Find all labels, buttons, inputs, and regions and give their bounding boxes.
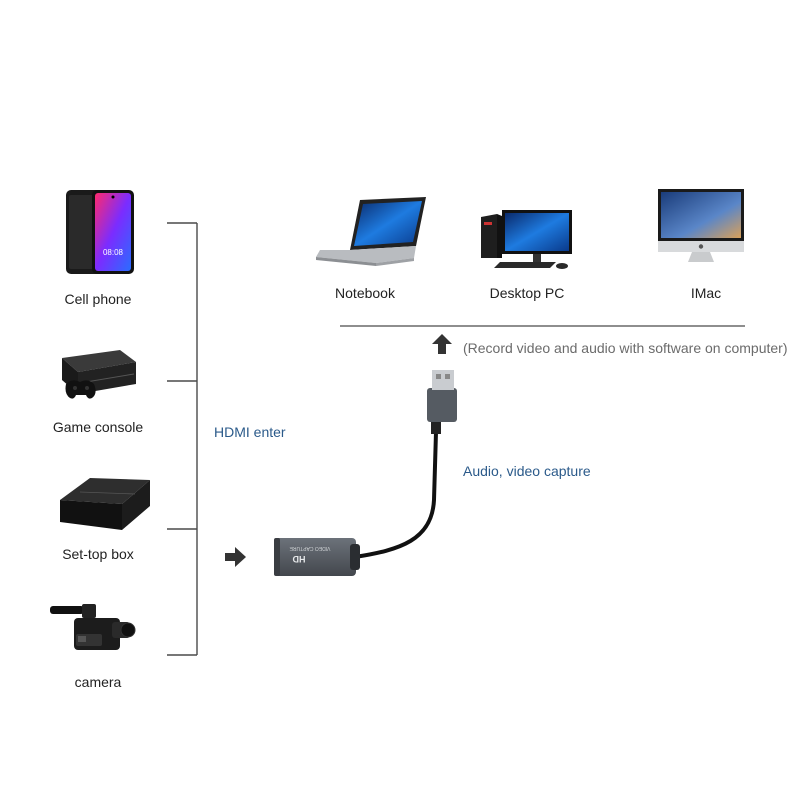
source-label-game-console: Game console (52, 419, 144, 435)
target-label-imac: IMac (690, 285, 722, 301)
phone-screen-time: 08:08 (103, 248, 124, 257)
hdmi-label: HDMI enter (214, 424, 286, 440)
record-note: (Record video and audio with software on… (463, 340, 788, 356)
device-print: VIDEO CAPTURE (289, 545, 331, 551)
input-arrow (225, 547, 246, 567)
upload-arrow (432, 334, 452, 354)
capture-label: Audio, video capture (463, 463, 591, 479)
target-label-notebook: Notebook (335, 285, 395, 301)
desktop-pc-icon (481, 210, 572, 269)
source-label-camera: camera (74, 674, 122, 690)
source-label-cell-phone: Cell phone (64, 291, 132, 307)
cell-phone-icon (66, 190, 134, 274)
device-logo: HD (292, 554, 305, 564)
game-console-icon (62, 350, 136, 399)
set-top-box-icon (60, 478, 150, 530)
source-label-set-top-box: Set-top box (62, 546, 134, 562)
camera-icon (50, 604, 136, 650)
notebook-icon (316, 197, 426, 266)
imac-icon (658, 189, 744, 262)
source-bracket (167, 222, 198, 656)
target-label-desktop-pc: Desktop PC (489, 285, 565, 301)
capture-device (274, 370, 457, 576)
